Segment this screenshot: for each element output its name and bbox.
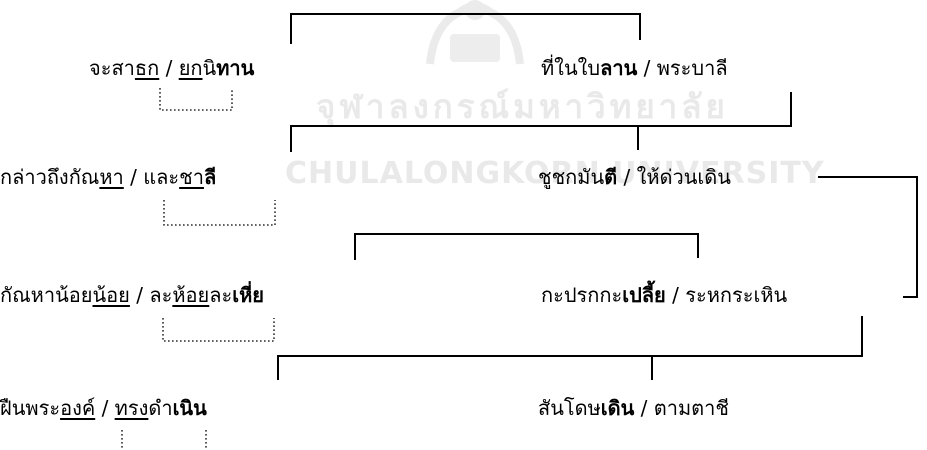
underlined-syllable: ทรง xyxy=(114,396,149,420)
rhyme-word: ลาน xyxy=(600,56,638,80)
underlined-syllable: น้อย xyxy=(92,283,130,307)
verse-text: สันโดษ xyxy=(538,396,601,420)
verse-text: นิ xyxy=(202,56,217,80)
dotted-link-1 xyxy=(159,88,233,111)
verse-separator: / xyxy=(95,396,115,420)
verse-text: ที่ในใบ xyxy=(541,56,601,80)
dotted-link-3 xyxy=(162,318,275,342)
verse-text: ละ xyxy=(209,283,233,307)
verse-separator: / ละ xyxy=(129,283,173,307)
rhyme-word: เดิน xyxy=(600,396,635,420)
underlined-syllable: ห้อย xyxy=(172,283,210,307)
rhyme-bracket-3 xyxy=(818,176,918,298)
rhyme-word: ทาน xyxy=(216,56,255,80)
rhyme-bracket-2 xyxy=(290,92,792,152)
verse-line-4-right: สันโดษเดิน / ตามตาชี xyxy=(538,396,729,420)
rhyme-bracket-1 xyxy=(290,13,641,44)
rhyme-word: เปลี้ย xyxy=(622,283,666,307)
rhyme-word: ตี xyxy=(604,165,618,189)
verse-text: / ให้ด่วนเดิน xyxy=(617,165,731,189)
dotted-link-2 xyxy=(163,200,276,226)
verse-separator: / และ xyxy=(123,165,180,189)
verse-text: จะสา xyxy=(89,56,135,80)
verse-separator: / xyxy=(159,56,179,80)
verse-text: ชูชกมัน xyxy=(538,165,605,189)
underlined-syllable: ยก xyxy=(178,56,203,80)
rhyme-word: ลี xyxy=(203,165,217,189)
verse-line-1-left: จะสาธก / ยกนิทาน xyxy=(89,56,254,80)
verse-text: กล่าวถึงกัณ xyxy=(0,165,100,189)
rhyme-word: เนิน xyxy=(172,396,207,420)
rhyme-word: เหี่ย xyxy=(232,283,265,307)
verse-text: ฝืนพระ xyxy=(0,396,61,420)
verse-line-3-left: กัณหาน้อยน้อย / ละห้อยละเหี่ย xyxy=(0,283,264,307)
verse-text: กัณหาน้อย xyxy=(0,283,93,307)
rhyme-bracket-5 xyxy=(277,316,863,380)
underlined-syllable: ชา xyxy=(179,165,204,189)
verse-text: / ระหกระเหิน xyxy=(665,283,788,307)
verse-text: / พระบาลี xyxy=(637,56,728,80)
verse-text: กะปรกกะ xyxy=(541,283,623,307)
verse-text: / ตามตาชี xyxy=(634,396,729,420)
verse-line-1-right: ที่ในใบลาน / พระบาลี xyxy=(541,56,728,80)
underlined-syllable: ธก xyxy=(134,56,160,80)
verse-line-3-right: กะปรกกะเปลี้ย / ระหกระเหิน xyxy=(541,283,787,307)
verse-text: ดำ xyxy=(148,396,173,420)
verse-line-2-right: ชูชกมันตี / ให้ด่วนเดิน xyxy=(538,165,731,189)
underlined-syllable: หา xyxy=(99,165,124,189)
verse-line-2-left: กล่าวถึงกัณหา / และชาลี xyxy=(0,165,216,189)
verse-line-4-left: ฝืนพระองค์ / ทรงดำเนิน xyxy=(0,396,207,420)
rhyme-bracket-4 xyxy=(354,233,699,260)
underlined-syllable: องค์ xyxy=(60,396,96,420)
